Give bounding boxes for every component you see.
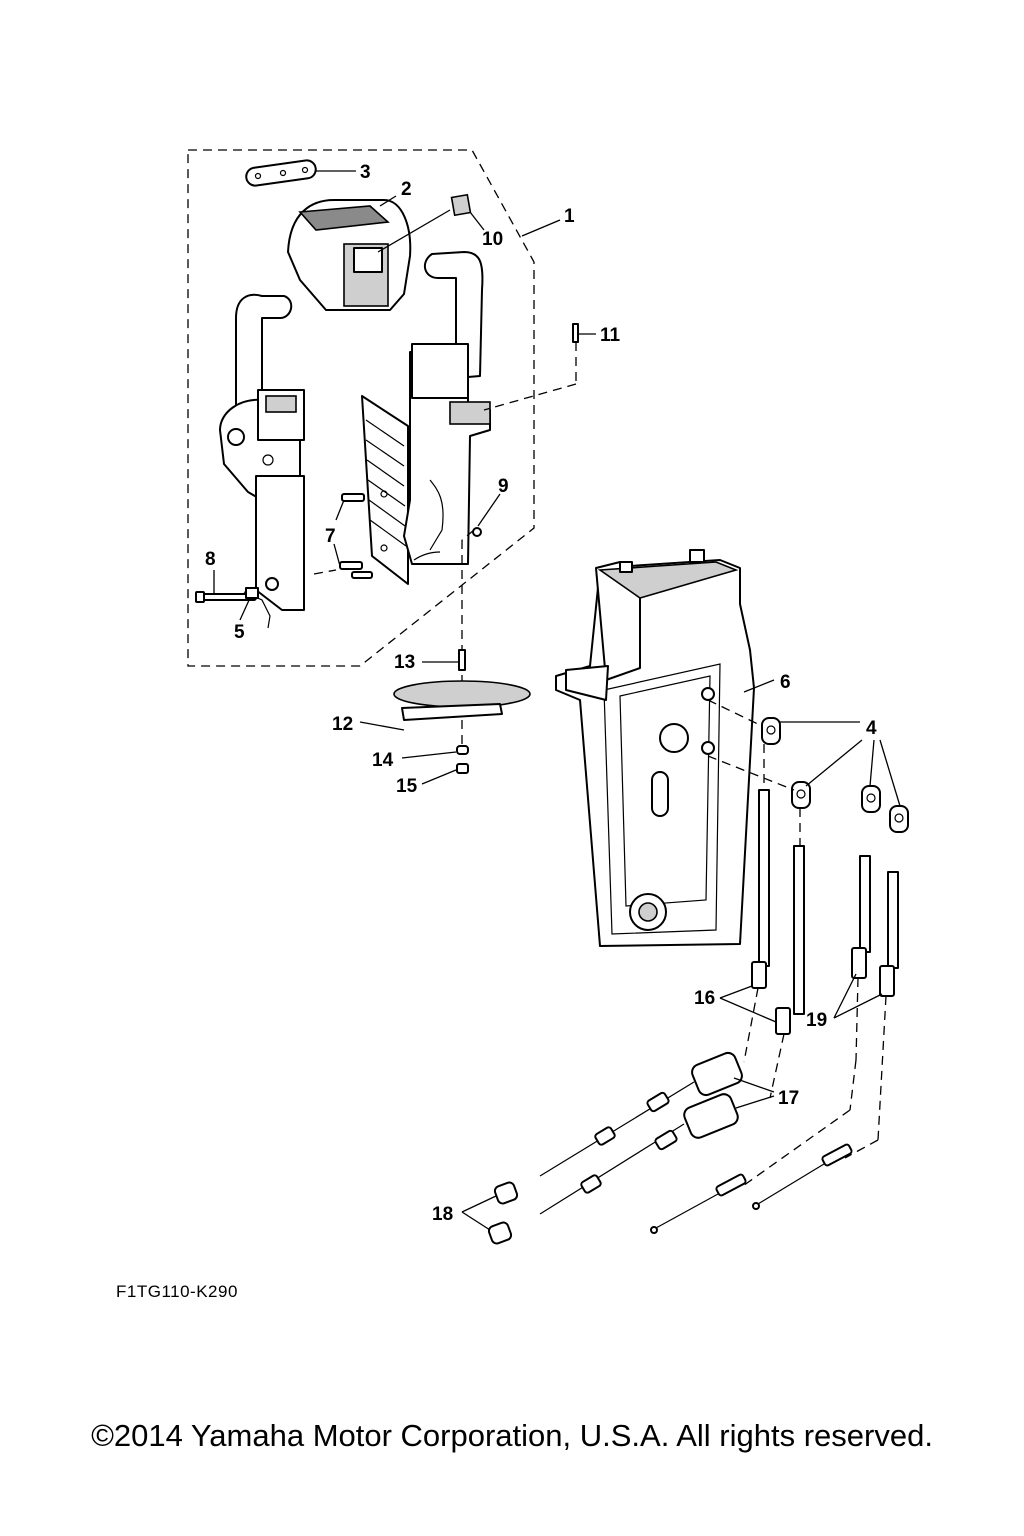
callout-4: 4: [866, 718, 877, 739]
part-16-cable-ends: [751, 789, 805, 1035]
part-3-plate: [245, 159, 317, 187]
fasteners-7: [339, 493, 373, 579]
callout-11: 11: [600, 325, 621, 346]
part-18-sleeves: [487, 1181, 519, 1245]
leader-lines: [213, 170, 901, 1231]
part-5-linkage: [243, 587, 271, 629]
callout-15: 15: [396, 776, 418, 797]
part-2-top-cover: [287, 199, 412, 311]
right-lever-body: [403, 251, 491, 565]
callout-1: 1: [564, 206, 575, 227]
part-19-cable-ends: [851, 855, 899, 997]
cables: [539, 1081, 853, 1234]
callout-12: 12: [332, 714, 353, 735]
callout-2: 2: [401, 179, 412, 200]
callout-14: 14: [372, 750, 394, 771]
part-4-rod-ends: [761, 717, 909, 833]
part-10-block: [450, 193, 472, 217]
part-11-pin: [572, 323, 579, 343]
figure-code: F1TG110-K290: [116, 1282, 238, 1301]
part-9-nut: [472, 527, 482, 537]
part-17-fittings: [683, 1051, 743, 1139]
callout-19: 19: [806, 1010, 827, 1031]
copyright-notice: ©2014 Yamaha Motor Corporation, U.S.A. A…: [91, 1418, 933, 1453]
part-13-pin: [458, 649, 466, 671]
callout-3: 3: [360, 162, 371, 183]
callout-10: 10: [482, 229, 503, 250]
assembly-boundary: [187, 149, 535, 667]
callout-7: 7: [325, 526, 336, 547]
part-14-washer: [456, 745, 469, 755]
callout-9: 9: [498, 476, 509, 497]
callout-16: 16: [694, 988, 715, 1009]
callout-18: 18: [432, 1204, 453, 1225]
left-lever-body: [219, 293, 305, 611]
callout-8: 8: [205, 549, 216, 570]
callout-13: 13: [394, 652, 415, 673]
part-12-gasket: [393, 680, 531, 721]
side-plate: [361, 395, 409, 585]
callout-6: 6: [780, 672, 791, 693]
callout-17: 17: [778, 1088, 799, 1109]
part-6-main-housing: [555, 549, 755, 947]
part-15-nut: [456, 763, 469, 774]
callout-5: 5: [234, 622, 245, 643]
